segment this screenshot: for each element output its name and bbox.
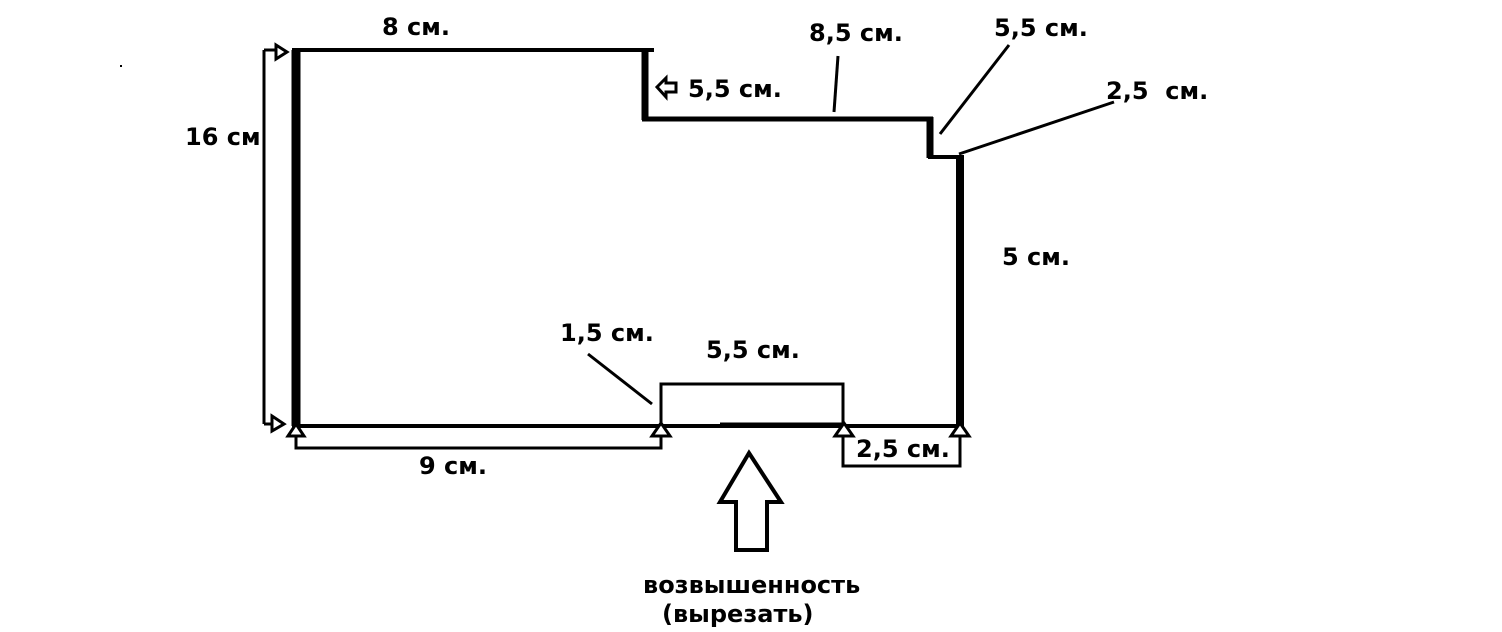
leader-cutout-offset xyxy=(587,352,653,406)
bottom-right-dimension-line xyxy=(841,430,962,468)
label-cutout-width: 5,5 см. xyxy=(706,336,800,364)
label-top-right-width: 8,5 см. xyxy=(809,19,903,47)
label-right-height: 5 см. xyxy=(1002,243,1070,271)
label-cutout-offset: 1,5 см. xyxy=(560,319,654,347)
label-right-step-width: 2,5 см. xyxy=(1106,77,1208,105)
label-top-left-width: 8 см. xyxy=(382,13,450,41)
triangle-marker-icon xyxy=(832,420,856,438)
label-bottom-left-width: 9 см. xyxy=(419,452,487,480)
triangle-marker-icon xyxy=(948,420,972,438)
leader-right-step-width xyxy=(958,100,1115,156)
label-notch-depth: 5,5 см. xyxy=(688,75,782,103)
triangle-marker-icon xyxy=(649,420,673,438)
label-right-step-height: 5,5 см. xyxy=(994,14,1088,42)
annotation-line-2: (вырезать) xyxy=(662,600,814,628)
right-arrow-icon xyxy=(270,413,287,434)
label-bottom-right-width: 2,5 см. xyxy=(856,435,950,463)
leader-right-step-height xyxy=(938,44,1011,135)
label-left-height: 16 см xyxy=(185,123,261,151)
triangle-marker-icon xyxy=(285,421,307,438)
bottom-left-dimension-line xyxy=(294,430,663,450)
up-arrow-icon xyxy=(716,449,785,552)
stray-dot xyxy=(120,65,122,67)
leader-top-right-width xyxy=(832,55,840,113)
elevation-cutout xyxy=(659,382,845,426)
annotation-line-1: возвышенность xyxy=(643,571,860,599)
left-arrow-icon xyxy=(654,74,678,101)
right-arrow-icon xyxy=(274,42,290,62)
